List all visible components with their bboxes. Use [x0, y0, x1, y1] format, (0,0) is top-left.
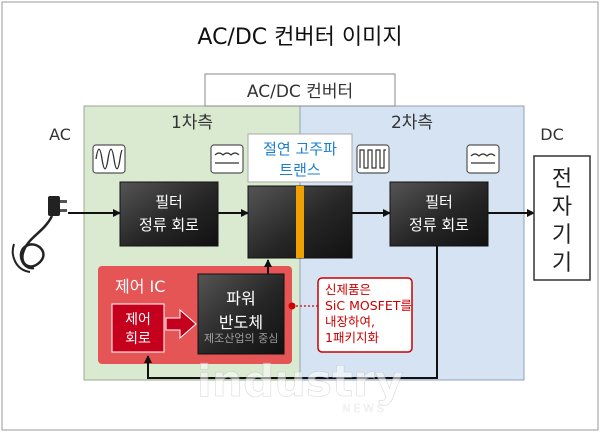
note-line-1: 신제품은 [325, 282, 371, 297]
power-semi-line2: 반도체 [219, 313, 263, 332]
page-title: AC/DC 컨버터 이미지 [197, 25, 402, 50]
control-circuit-line2: 회로 [125, 331, 151, 347]
note-connector-dot [288, 302, 296, 310]
watermark-tagline: 제조산업의 중심 [204, 332, 278, 345]
primary-side-label: 1차측 [171, 113, 213, 133]
ac-waveform-icon [92, 144, 126, 174]
new-product-note-box [317, 277, 413, 353]
device-label-char-1: 전 [552, 167, 572, 192]
filter-secondary-line2: 정류 회로 [409, 216, 469, 234]
transformer-isolation-bar [296, 186, 304, 258]
device-label-char-3: 기 [552, 223, 572, 248]
converter-label-box [204, 73, 396, 107]
power-semiconductor-block [197, 273, 285, 355]
ac-label: AC [49, 125, 71, 144]
filter-primary-line1: 필터 [155, 193, 183, 211]
control-circuit-line1: 제어 [125, 312, 151, 328]
transformer-label-line1: 절연 고주파 [263, 140, 337, 158]
filter-rectifier-block-primary [119, 181, 219, 247]
pulse-waveform-icon [356, 144, 390, 174]
converter-label: AC/DC 컨버터 [247, 82, 353, 102]
transformer-label-box [247, 133, 353, 183]
power-semi-line1: 파워 [226, 289, 255, 308]
filter-rectifier-block-secondary [389, 181, 489, 247]
power-plug-icon [11, 196, 67, 273]
watermark-sub: NEWS [342, 402, 387, 415]
watermark: 제조산업의 중심 industry NEWS [196, 332, 404, 415]
note-line-2: SiC MOSFET를 [325, 298, 412, 313]
electronic-device-box [533, 155, 591, 281]
device-label-char-2: 자 [552, 195, 572, 220]
transformer-label-line2: 트랜스 [279, 161, 321, 179]
control-to-power-arrow [165, 308, 197, 340]
device-label-char-4: 기 [552, 251, 572, 276]
control-circuit-box [111, 303, 165, 353]
feedback-loop-arrow [144, 246, 438, 379]
secondary-side-label: 2차측 [391, 113, 433, 133]
dc-ripple-icon [210, 144, 244, 174]
filter-primary-line2: 정류 회로 [139, 216, 199, 234]
note-line-4: 1패키지화 [325, 330, 379, 345]
filter-secondary-line1: 필터 [425, 193, 453, 211]
dc-ripple-icon [466, 144, 500, 174]
watermark-main: industry [197, 356, 404, 407]
note-line-3: 내장하여, [325, 314, 375, 329]
control-ic-label: 제어 IC [115, 277, 165, 296]
dc-label: DC [540, 125, 564, 144]
